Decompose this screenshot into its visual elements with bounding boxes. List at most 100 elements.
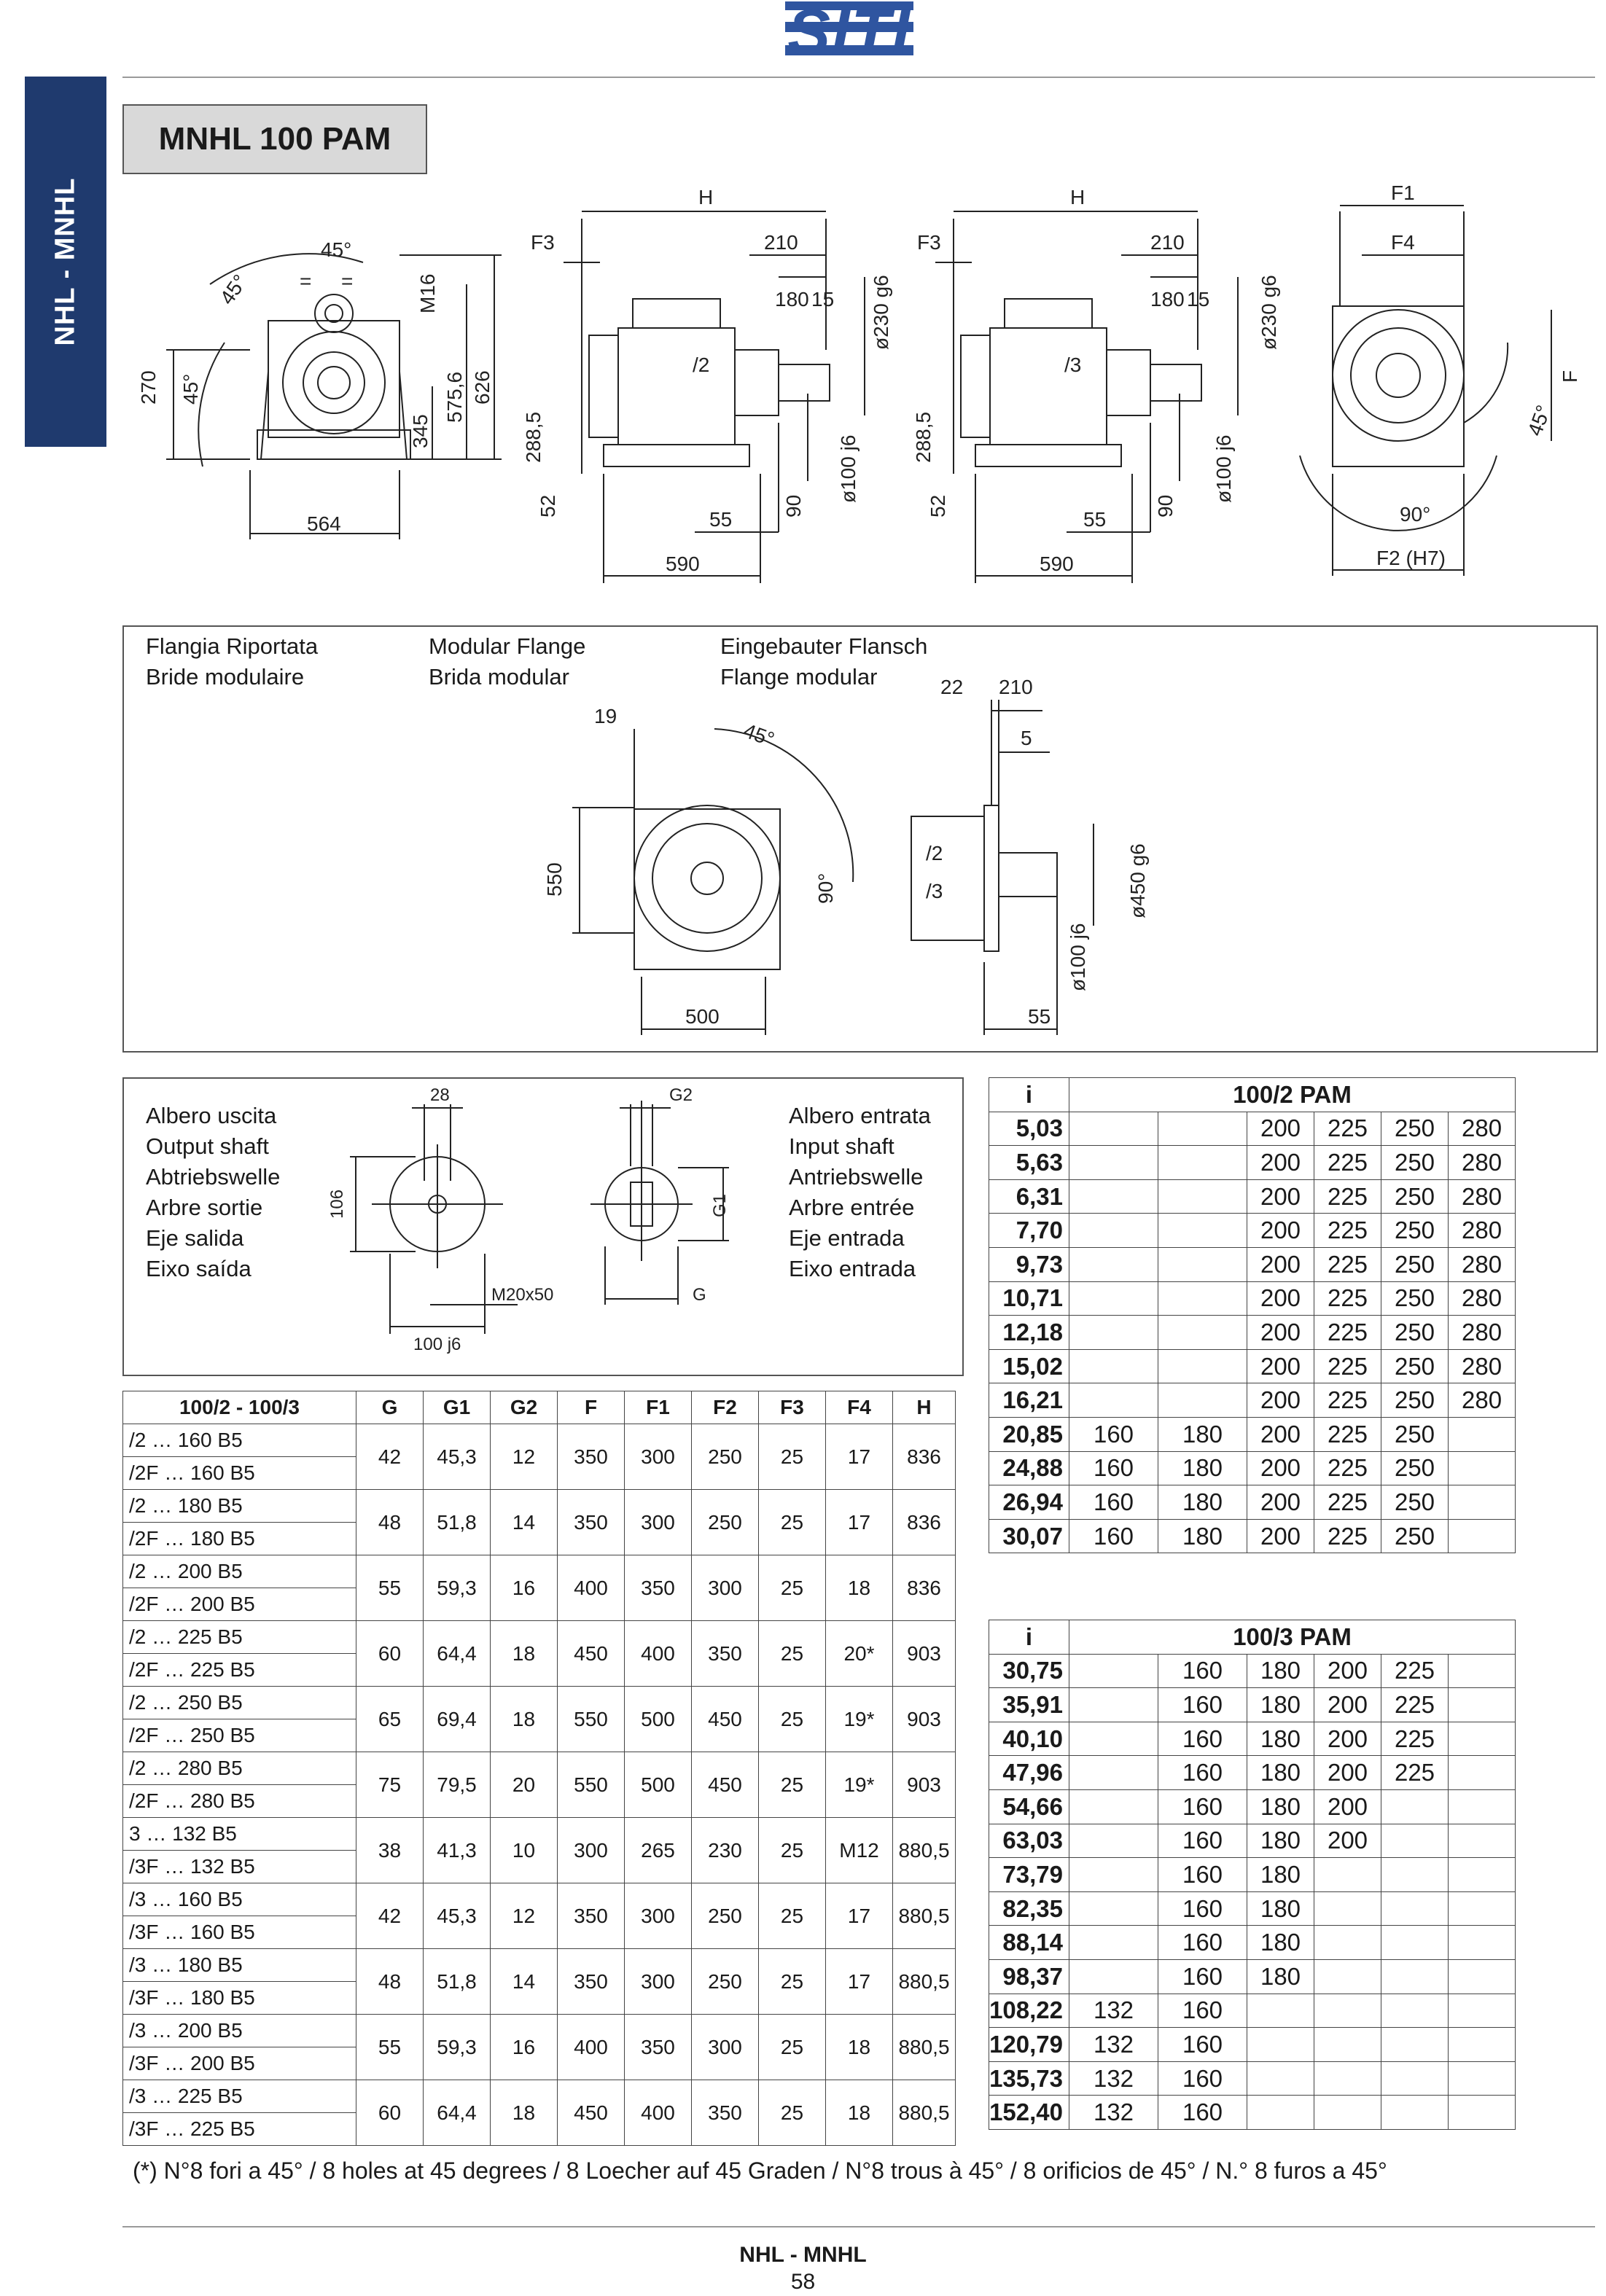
ratio-value-cell: 200 <box>1247 1383 1314 1418</box>
ratio-value-cell: 160 <box>1158 1959 1247 1994</box>
shaft-dim-g1: G1 <box>710 1194 730 1217</box>
ratio-value-cell: 280 <box>1447 1383 1516 1418</box>
ratio-value-cell: 250 <box>1381 1111 1449 1147</box>
value-cell: 17 <box>825 1948 893 2015</box>
ratio-value-cell <box>1447 1721 1516 1757</box>
ratio-value-cell: 200 <box>1247 1416 1314 1452</box>
variant-cell: /2F … 225 B5 <box>122 1653 356 1687</box>
value-cell: 350 <box>557 1424 625 1490</box>
ratio-value-cell <box>1247 2027 1314 2062</box>
ratio-value-cell: 160 <box>1158 1993 1247 2028</box>
value-cell: 250 <box>691 1424 759 1490</box>
dim-header-cell: F <box>557 1391 625 1424</box>
value-cell: 18 <box>490 1620 558 1687</box>
flange-label-fr: Bride modulaire <box>146 664 305 690</box>
value-cell: 20* <box>825 1620 893 1687</box>
shaft-dim-106: 106 <box>327 1190 347 1219</box>
value-cell: 250 <box>691 1883 759 1949</box>
ratio-value-cell: 250 <box>1381 1518 1449 1554</box>
variant-cell: /2F … 200 B5 <box>122 1588 356 1621</box>
value-cell: 41,3 <box>423 1817 491 1883</box>
flange-label-pt: Flange modular <box>720 664 878 690</box>
ratio-value-cell <box>1069 1721 1158 1757</box>
ratio-value-cell <box>1447 1485 1516 1520</box>
ratio-i-cell: 88,14 <box>989 1925 1069 1960</box>
value-cell: 350 <box>557 1948 625 2015</box>
ratio-value-cell <box>1447 1925 1516 1960</box>
ratio-value-cell: 160 <box>1069 1450 1158 1486</box>
ratio-value-cell: 180 <box>1158 1485 1247 1520</box>
ratio-value-cell <box>1381 1857 1449 1892</box>
value-cell: 45,3 <box>423 1883 491 1949</box>
ratio-i-header: i <box>989 1077 1069 1112</box>
ratio-i-cell: 5,03 <box>989 1111 1069 1147</box>
value-cell: 42 <box>356 1424 424 1490</box>
ratio-value-cell: 180 <box>1247 1959 1314 1994</box>
dim-side3-h: H <box>1070 186 1085 208</box>
dim-side2-180: 180 <box>775 288 809 311</box>
output-label-5: Eixo saída <box>146 1256 252 1281</box>
value-cell: 25 <box>758 1489 826 1555</box>
value-cell: 25 <box>758 1686 826 1752</box>
output-label-0: Albero uscita <box>146 1103 277 1128</box>
value-cell: 18 <box>490 2080 558 2146</box>
ratio-value-cell <box>1447 1450 1516 1486</box>
ratio-value-cell: 280 <box>1447 1348 1516 1384</box>
ratio-value-cell <box>1381 1959 1449 1994</box>
value-cell: 450 <box>557 2080 625 2146</box>
top-rule <box>122 77 1595 78</box>
value-cell: 450 <box>557 1620 625 1687</box>
ratio-value-cell: 250 <box>1381 1315 1449 1350</box>
dim-side2-100: ø100 j6 <box>837 435 859 503</box>
ratio-value-cell: 200 <box>1314 1823 1381 1859</box>
dim-side2-210: 210 <box>764 231 798 254</box>
ratio-value-cell: 160 <box>1158 1789 1247 1824</box>
value-cell: 25 <box>758 2080 826 2146</box>
value-cell: 300 <box>624 1883 692 1949</box>
ratio-value-cell: 250 <box>1381 1145 1449 1180</box>
value-cell: 880,5 <box>892 2014 956 2080</box>
page-title: MNHL 100 PAM <box>122 104 427 174</box>
dim-side2-52: 52 <box>537 495 559 518</box>
ratio-value-cell: 225 <box>1381 1721 1449 1757</box>
ratio-value-cell: 160 <box>1158 1721 1247 1757</box>
input-label-2: Antriebswelle <box>789 1164 924 1190</box>
value-cell: 55 <box>356 2014 424 2080</box>
value-cell: 300 <box>624 1424 692 1490</box>
dim-header-cell: 100/2 - 100/3 <box>122 1391 356 1424</box>
value-cell: 450 <box>691 1686 759 1752</box>
ratio-i-cell: 6,31 <box>989 1179 1069 1214</box>
value-cell: 25 <box>758 1948 826 2015</box>
ratio-value-cell <box>1447 1416 1516 1452</box>
dim-side2-15: 15 <box>811 288 834 311</box>
shaft-dim-100: 100 j6 <box>413 1335 461 1354</box>
ratio-value-cell <box>1158 1145 1247 1180</box>
value-cell: 42 <box>356 1883 424 1949</box>
value-cell: 903 <box>892 1752 956 1818</box>
output-label-1: Output shaft <box>146 1133 269 1159</box>
ratio-value-cell <box>1069 1111 1158 1147</box>
dim-header-cell: G2 <box>490 1391 558 1424</box>
value-cell: 51,8 <box>423 1489 491 1555</box>
value-cell: 300 <box>624 1489 692 1555</box>
ratio-value-cell: 180 <box>1247 1891 1314 1926</box>
ratio-value-cell: 180 <box>1247 1925 1314 1960</box>
flange-dim-22: 22 <box>940 676 963 698</box>
ratio-value-cell: 225 <box>1314 1315 1381 1350</box>
flange-dim-19: 19 <box>594 705 617 727</box>
variant-cell: /2 … 160 B5 <box>122 1424 356 1457</box>
ratio-value-cell: 225 <box>1381 1687 1449 1722</box>
table-row: /2F … 250 B5 <box>122 1719 956 1752</box>
value-cell: 60 <box>356 1620 424 1687</box>
ratio-value-cell: 200 <box>1314 1687 1381 1722</box>
dim-front-45-top: 45° <box>321 238 351 261</box>
value-cell: 400 <box>624 2080 692 2146</box>
